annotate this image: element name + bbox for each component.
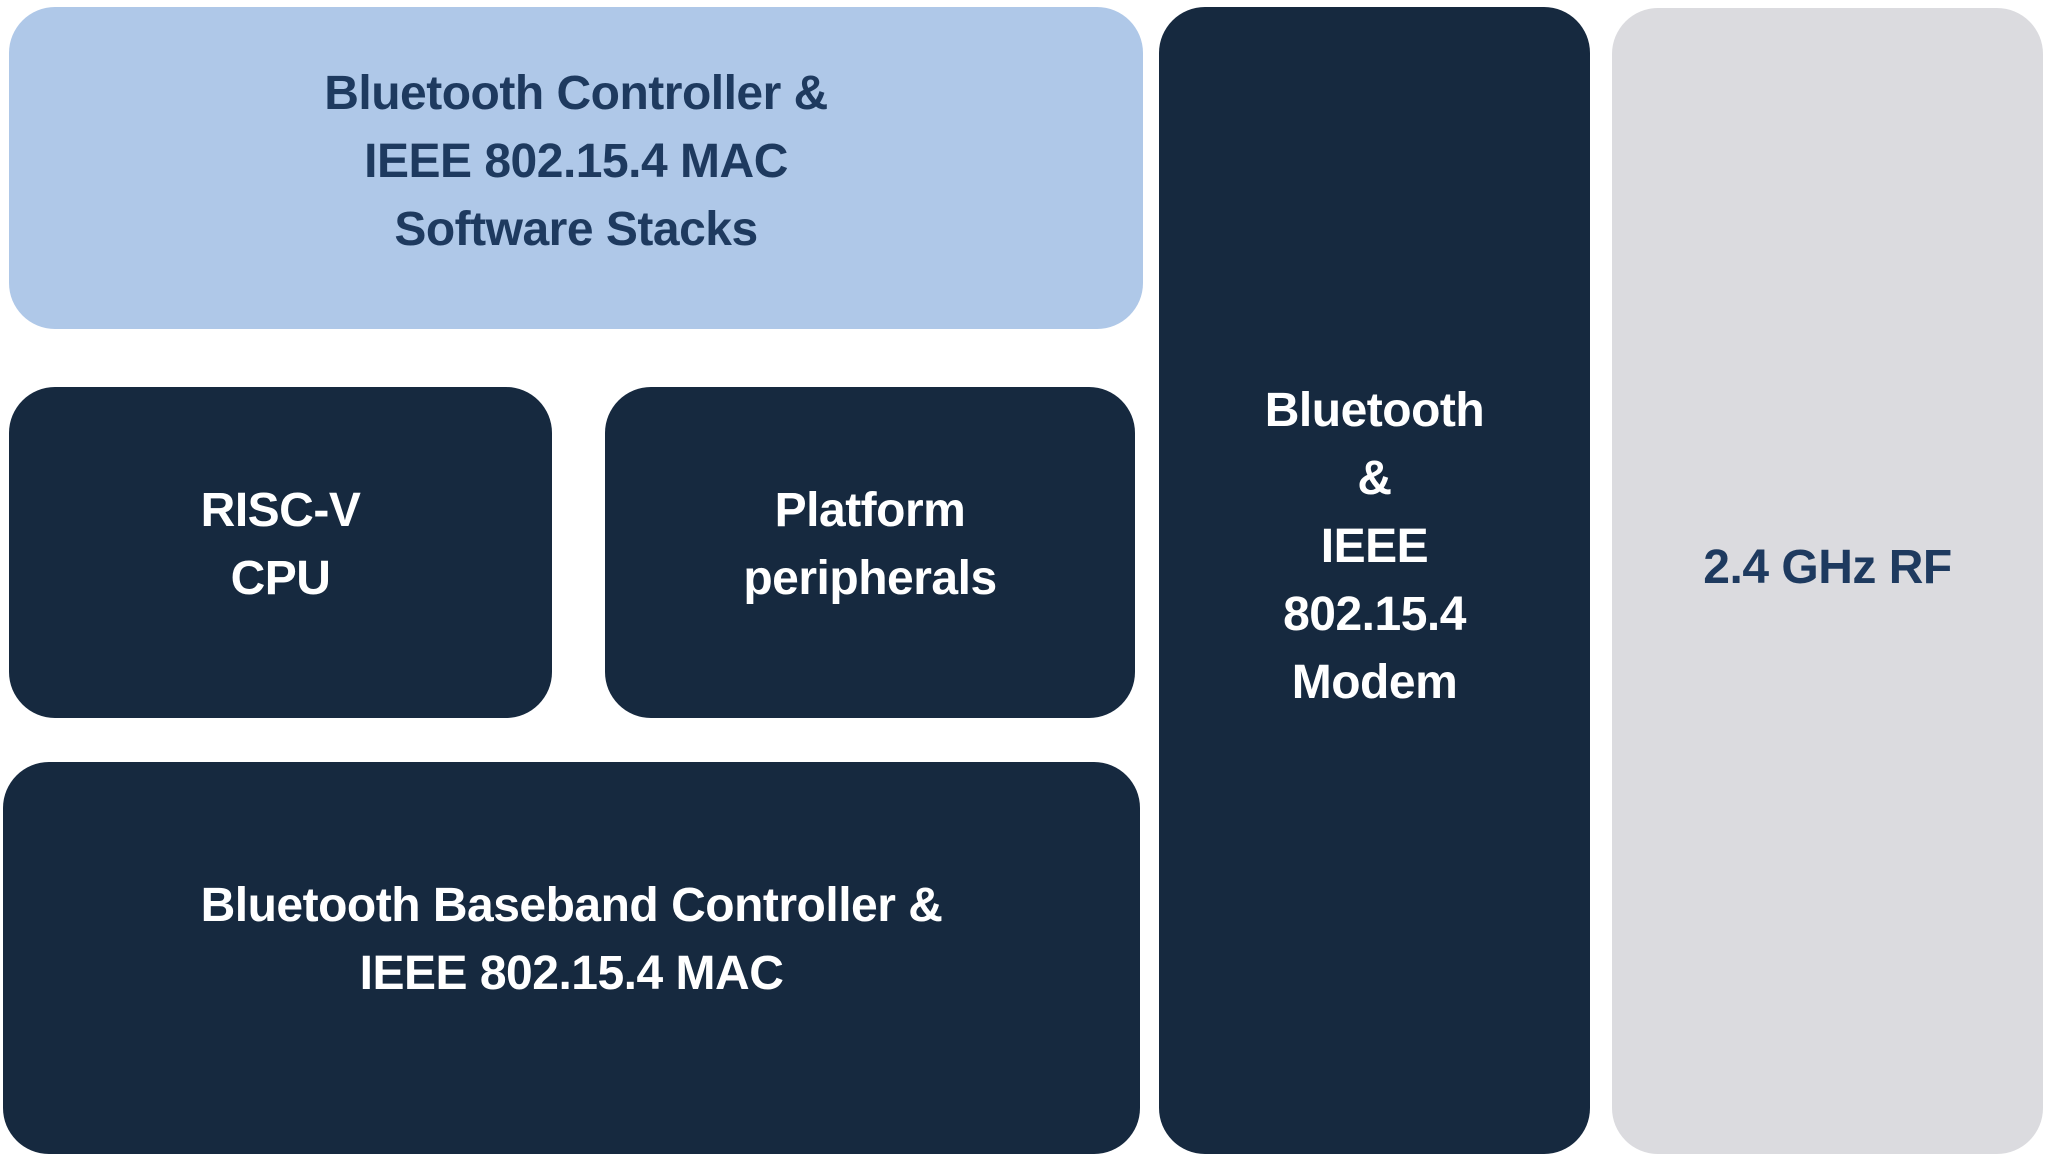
block-riscv-cpu-line-2: CPU — [230, 551, 331, 605]
block-modem-line-5: Modem — [1291, 655, 1458, 709]
block-software-stacks-line-1: Bluetooth Controller & — [324, 67, 828, 120]
block-platform-peripherals-line-1: Platform — [774, 483, 966, 537]
block-software-stacks-line-3: Software Stacks — [394, 203, 758, 256]
block-modem-line-2: & — [1357, 451, 1392, 505]
block-baseband-controller-line-1: Bluetooth Baseband Controller & — [200, 879, 943, 932]
block-rf-line-1: 2.4 GHz RF — [1703, 541, 1952, 594]
block-software-stacks-line-2: IEEE 802.15.4 MAC — [364, 135, 788, 188]
block-software-stacks: Bluetooth Controller & IEEE 802.15.4 MAC… — [9, 7, 1143, 329]
block-baseband-controller-line-2: IEEE 802.15.4 MAC — [359, 947, 784, 1000]
block-modem: Bluetooth & IEEE 802.15.4 Modem — [1159, 7, 1590, 1154]
block-modem-line-1: Bluetooth — [1264, 383, 1485, 437]
block-baseband-controller: Bluetooth Baseband Controller & IEEE 802… — [3, 762, 1140, 1154]
block-riscv-cpu: RISC-V CPU — [9, 387, 552, 718]
block-modem-line-3: IEEE — [1320, 519, 1429, 573]
block-riscv-cpu-line-1: RISC-V — [200, 483, 361, 537]
block-modem-line-4: 802.15.4 — [1283, 587, 1466, 641]
block-rf: 2.4 GHz RF — [1612, 8, 2043, 1154]
block-platform-peripherals: Platform peripherals — [605, 387, 1135, 718]
block-platform-peripherals-line-2: peripherals — [743, 551, 997, 605]
